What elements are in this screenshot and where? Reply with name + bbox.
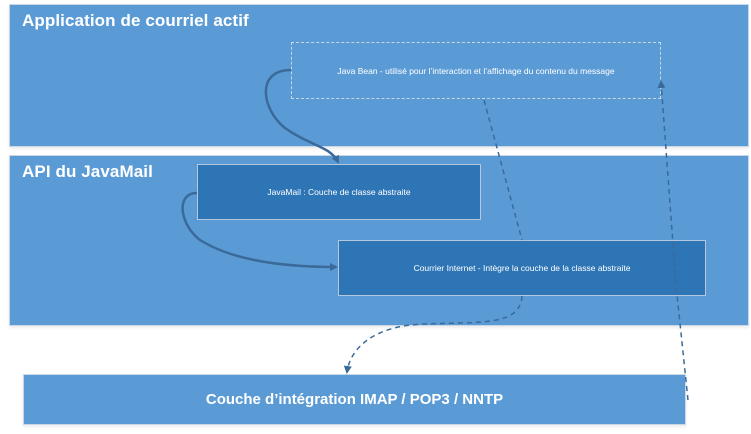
protocol-integration-layer: Couche d’intégration IMAP / POP3 / NNTP [23, 374, 686, 425]
javamail-abstract-box: JavaMail : Couche de classe abstraite [197, 164, 481, 220]
javamail-abstract-box-label: JavaMail : Couche de classe abstraite [267, 187, 411, 197]
protocol-integration-layer-title: Couche d’intégration IMAP / POP3 / NNTP [205, 391, 504, 408]
application-layer-title: Application de courriel actif [22, 11, 249, 30]
javabean-box: Java Bean - utilisé pour l’interaction e… [291, 42, 661, 99]
internet-mail-box-label: Courrier Internet - Intègre la couche de… [413, 263, 631, 273]
javamail-api-layer-title: API du JavaMail [22, 162, 153, 181]
javabean-box-label: Java Bean - utilisé pour l’interaction e… [337, 65, 615, 76]
internet-mail-box: Courrier Internet - Intègre la couche de… [338, 240, 706, 296]
application-layer: Application de courriel actif [9, 4, 749, 147]
